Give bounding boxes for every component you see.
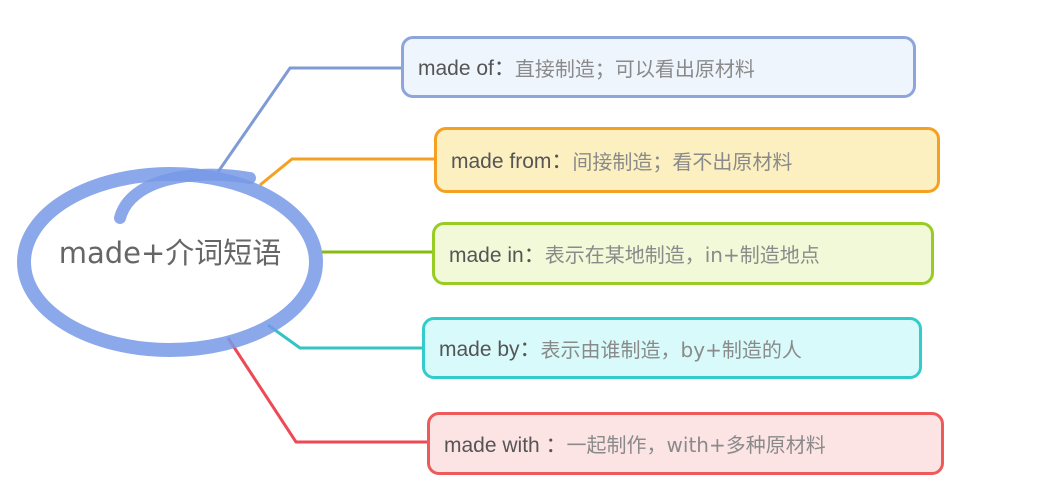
connector-made-by <box>267 323 423 350</box>
node-desc: 一起制作，with+多种原材料 <box>566 433 826 457</box>
center-ellipse <box>17 167 323 357</box>
node-made-with[interactable]: made with ：一起制作，with+多种原材料 <box>427 412 944 475</box>
node-desc: 间接制造；看不出原材料 <box>572 149 793 174</box>
center-topic[interactable]: made+介词短语 <box>58 236 282 270</box>
node-key: made in： <box>449 243 545 267</box>
node-desc: 表示在某地制造，in+制造地点 <box>544 243 820 267</box>
node-key: made with ： <box>444 433 567 457</box>
node-key: made from： <box>451 150 573 173</box>
node-key: made by： <box>439 338 541 361</box>
node-desc: 直接制造；可以看出原材料 <box>514 56 755 81</box>
node-made-by[interactable]: made by：表示由谁制造，by+制造的人 <box>422 317 922 379</box>
node-made-in[interactable]: made in：表示在某地制造，in+制造地点 <box>432 222 934 285</box>
connector-made-from <box>259 157 435 187</box>
node-key: made of： <box>418 57 515 80</box>
node-made-from[interactable]: made from：间接制造；看不出原材料 <box>434 127 940 193</box>
node-desc: 表示由谁制造，by+制造的人 <box>540 337 802 362</box>
connector-made-of <box>216 66 402 173</box>
connector-made-with <box>226 337 428 444</box>
node-made-of[interactable]: made of：直接制造；可以看出原材料 <box>401 36 916 98</box>
